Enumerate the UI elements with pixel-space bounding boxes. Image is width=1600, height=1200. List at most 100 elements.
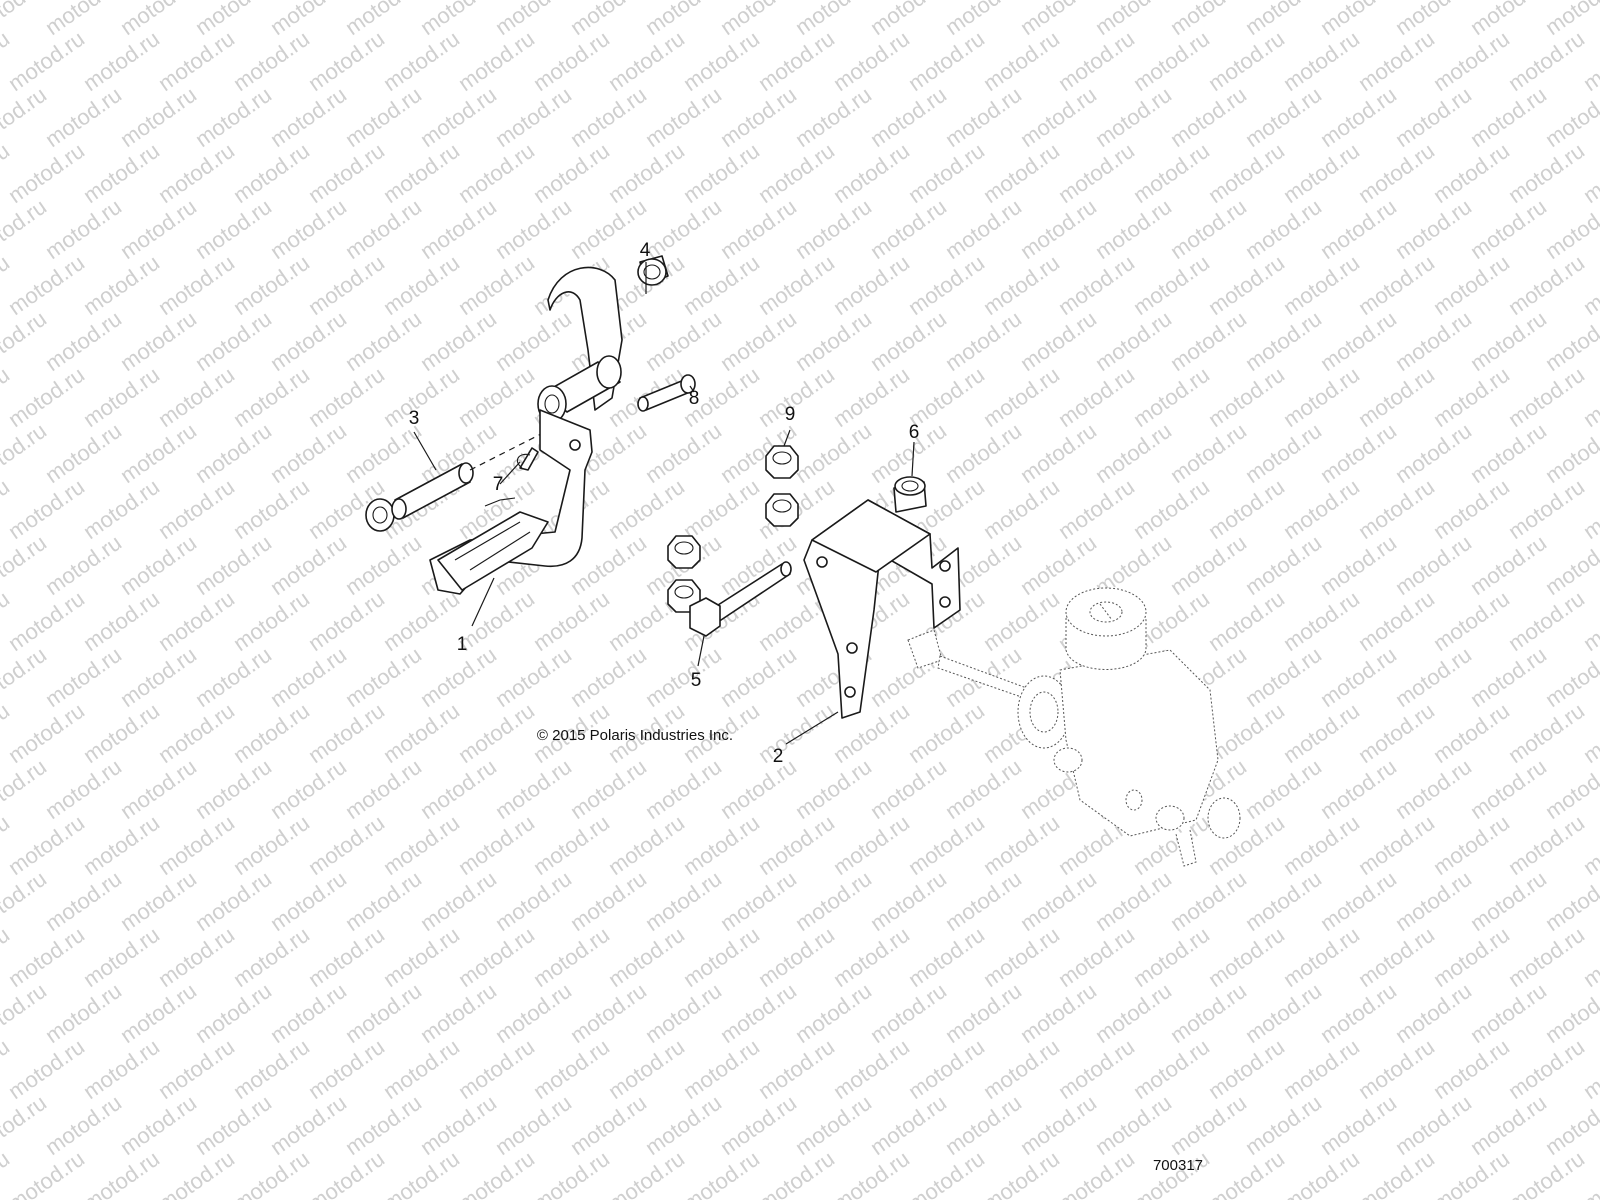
pin-part[interactable] — [637, 374, 696, 412]
callout-5[interactable]: 5 — [691, 670, 702, 691]
watermark-text: motod.ru — [1054, 474, 1139, 544]
watermark-text: motod.ru — [79, 1146, 164, 1200]
watermark-text: motod.ru — [1354, 250, 1439, 320]
watermark-text: motod.ru — [829, 810, 914, 880]
watermark-text: motod.ru — [229, 474, 314, 544]
watermark-text: motod.ru — [941, 0, 1026, 40]
watermark-text: motod.ru — [716, 866, 801, 936]
watermark-text: motod.ru — [1279, 1034, 1364, 1104]
callout-3[interactable]: 3 — [409, 408, 420, 429]
watermark-text: motod.ru — [1466, 194, 1551, 264]
watermark-text: motod.ru — [454, 810, 539, 880]
watermark-text: motod.ru — [4, 922, 89, 992]
watermark-text: motod.ru — [979, 26, 1064, 96]
watermark-text: motod.ru — [641, 0, 726, 40]
watermark-text: motod.ru — [41, 306, 126, 376]
bolt-part[interactable] — [689, 561, 792, 637]
watermark-text: motod.ru — [1204, 26, 1289, 96]
watermark-text: motod.ru — [979, 250, 1064, 320]
watermark-text: motod.ru — [1016, 306, 1101, 376]
watermark-text: motod.ru — [566, 0, 651, 40]
watermark-text: motod.ru — [754, 810, 839, 880]
watermark-text: motod.ru — [904, 698, 989, 768]
watermark-text: motod.ru — [1279, 810, 1364, 880]
watermark-text: motod.ru — [41, 82, 126, 152]
watermark-text: motod.ru — [229, 362, 314, 432]
watermark-text: motod.ru — [716, 0, 801, 40]
watermark-text: motod.ru — [266, 530, 351, 600]
clip-part[interactable] — [516, 447, 539, 471]
watermark-text: motod.ru — [191, 530, 276, 600]
callout-2[interactable]: 2 — [773, 746, 784, 767]
callout-7[interactable]: 7 — [493, 474, 504, 495]
watermark-text: motod.ru — [1279, 474, 1364, 544]
watermark-text: motod.ru — [791, 866, 876, 936]
watermark-text: motod.ru — [1091, 306, 1176, 376]
watermark-text: motod.ru — [116, 1090, 201, 1160]
watermark-text: motod.ru — [341, 0, 426, 40]
bushing-part[interactable] — [637, 255, 669, 286]
watermark-text: motod.ru — [379, 26, 464, 96]
watermark-text: motod.ru — [1504, 362, 1589, 432]
watermark-text: motod.ru — [1204, 1146, 1289, 1200]
brake-pedal-part[interactable] — [429, 266, 623, 595]
watermark-text: motod.ru — [4, 362, 89, 432]
watermark-text: motod.ru — [791, 754, 876, 824]
spacer-part[interactable] — [893, 476, 927, 513]
watermark-text: motod.ru — [1316, 978, 1401, 1048]
watermark-text: motod.ru — [0, 194, 51, 264]
watermark-text: motod.ru — [116, 642, 201, 712]
watermark-text: motod.ru — [266, 82, 351, 152]
watermark-text: motod.ru — [1166, 306, 1251, 376]
callout-6[interactable]: 6 — [909, 422, 920, 443]
watermark-text: motod.ru — [1016, 530, 1101, 600]
watermark-text: motod.ru — [1466, 978, 1551, 1048]
callout-4[interactable]: 4 — [640, 240, 651, 261]
watermark-text: motod.ru — [1354, 586, 1439, 656]
watermark-text: motod.ru — [754, 698, 839, 768]
watermark-text: motod.ru — [566, 82, 651, 152]
watermark-text: motod.ru — [566, 754, 651, 824]
watermark-text: motod.ru — [1316, 642, 1401, 712]
watermark-text: motod.ru — [416, 306, 501, 376]
watermark-text: motod.ru — [191, 642, 276, 712]
watermark-text: motod.ru — [979, 810, 1064, 880]
watermark-text: motod.ru — [716, 306, 801, 376]
watermark-text: motod.ru — [454, 362, 539, 432]
watermark-text: motod.ru — [154, 250, 239, 320]
watermark-text: motod.ru — [716, 642, 801, 712]
nut-part[interactable] — [667, 445, 799, 613]
watermark-text: motod.ru — [1316, 754, 1401, 824]
watermark-text: motod.ru — [0, 530, 51, 600]
callout-1[interactable]: 1 — [457, 634, 468, 655]
watermark-text: motod.ru — [341, 866, 426, 936]
callout-8[interactable]: 8 — [689, 388, 700, 409]
watermark-text: motod.ru — [266, 0, 351, 40]
master-cylinder-bracket-part[interactable] — [803, 499, 961, 719]
watermark-text: motod.ru — [1429, 362, 1514, 432]
watermark-text: motod.ru — [679, 26, 764, 96]
watermark-text: motod.ru — [266, 978, 351, 1048]
watermark-text: motod.ru — [341, 978, 426, 1048]
watermark-text: motod.ru — [1579, 1146, 1600, 1200]
watermark-text: motod.ru — [341, 642, 426, 712]
pivot-tube-part[interactable] — [365, 462, 474, 532]
watermark-text: motod.ru — [979, 586, 1064, 656]
watermark-text: motod.ru — [679, 1034, 764, 1104]
watermark-text: motod.ru — [1429, 1034, 1514, 1104]
callout-9[interactable]: 9 — [785, 404, 796, 425]
watermark-text: motod.ru — [1166, 194, 1251, 264]
watermark-text: motod.ru — [754, 922, 839, 992]
watermark-text: motod.ru — [304, 922, 389, 992]
watermark-text: motod.ru — [1429, 26, 1514, 96]
watermark-text: motod.ru — [1091, 866, 1176, 936]
watermark-text: motod.ru — [604, 26, 689, 96]
watermark-text: motod.ru — [529, 586, 614, 656]
watermark-text: motod.ru — [941, 306, 1026, 376]
watermark-text: motod.ru — [79, 922, 164, 992]
watermark-text: motod.ru — [1391, 754, 1476, 824]
watermark-text: motod.ru — [454, 698, 539, 768]
watermark-text: motod.ru — [0, 978, 51, 1048]
watermark-text: motod.ru — [1241, 306, 1326, 376]
watermark-text: motod.ru — [791, 1090, 876, 1160]
